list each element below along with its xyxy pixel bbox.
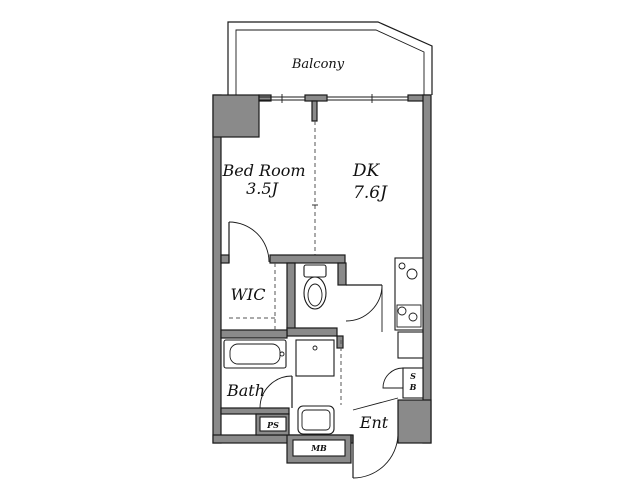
bedroom-door [228, 221, 270, 263]
bedroom-name-label: Bed Room [221, 161, 305, 180]
dk-size-label: 7.6J [353, 183, 388, 203]
dk-name-label: DK [352, 161, 381, 181]
entrance-label: Ent [359, 413, 389, 432]
wic-label: WIC [230, 285, 265, 304]
shoe-box-s-label: S [410, 371, 416, 381]
mb-label: MB [310, 443, 327, 453]
bedroom-size-label: 3.5J [246, 179, 279, 198]
kitchen [394, 257, 424, 359]
balcony [227, 21, 433, 95]
wic-shelves [229, 263, 276, 330]
balcony-label: Balcony [291, 57, 345, 72]
bath-label: Bath [226, 381, 265, 400]
shoe-box [382, 367, 424, 399]
ps-label: PS [266, 420, 279, 430]
bedroom-dk-partition [311, 100, 318, 255]
shoe-box-b-label: B [409, 382, 417, 392]
washroom-fixtures [295, 339, 342, 435]
toilet [303, 264, 327, 310]
bathtub [223, 339, 287, 369]
bath-door [259, 375, 293, 409]
entrance-door [352, 397, 399, 479]
toilet-door [345, 284, 383, 332]
top-windows [259, 94, 408, 103]
